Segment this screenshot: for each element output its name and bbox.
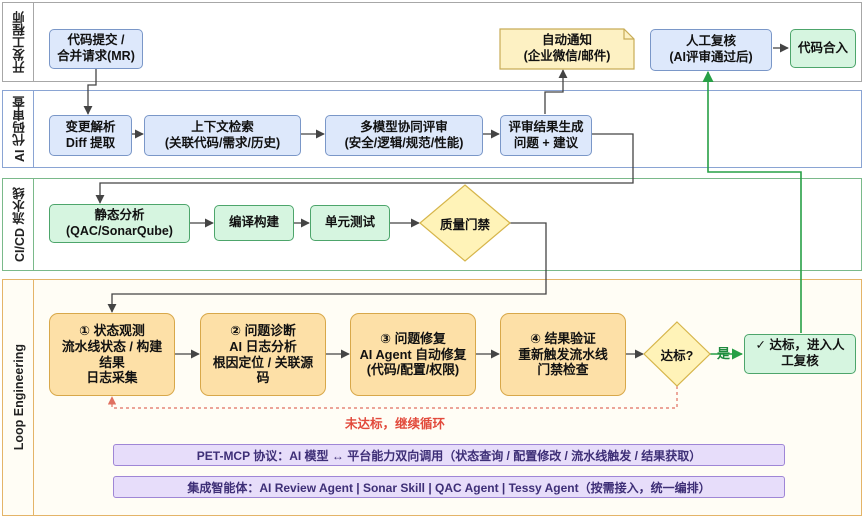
arrow-gate-to-observe xyxy=(107,222,547,313)
merge-code-node: 代码合入 xyxy=(790,29,856,68)
quality-gate-label: 质量门禁 xyxy=(439,217,490,232)
static-analysis-node: 静态分析(QAC/SonarQube) xyxy=(49,204,190,243)
manual-review-node: 人工复核(AI评审通过后) xyxy=(650,29,772,71)
check-diamond xyxy=(643,321,711,387)
unit-test-node: 单元测试 xyxy=(310,205,390,241)
retry-loop-label: 未达标，继续循环 xyxy=(345,417,446,431)
context-retrieval-node: 上下文检索(关联代码/需求/历史) xyxy=(144,115,301,156)
multi-model-review-node: 多模型协同评审(安全/逻辑/规范/性能) xyxy=(325,115,483,156)
pet-mcp-protocol-band: PET-MCP 协议：AI 模型 ↔ 平台能力双向调用（状态查询 / 配置修改 … xyxy=(113,444,785,466)
quality-gate-diamond xyxy=(419,184,511,262)
integrated-agents-band: 集成智能体：AI Review Agent | Sonar Skill | QA… xyxy=(113,476,785,498)
lane-label-ai-review: AI 代码审查 xyxy=(5,91,34,167)
submit-mr-node: 代码提交 /合并请求(MR) xyxy=(49,29,143,69)
arrow-result-to-notify xyxy=(544,69,568,114)
arrow-pass-to-review xyxy=(702,70,802,333)
check-diamond-label: 达标? xyxy=(660,348,694,363)
auto-notify-node: 自动通知(企业微信/邮件) xyxy=(523,33,611,63)
notify-doc-fold xyxy=(623,29,634,40)
notify-doc-shape xyxy=(499,28,635,70)
state-observe-node: ① 状态观测流水线状态 / 构建结果日志采集 xyxy=(49,313,175,396)
yes-label: 是 xyxy=(717,346,731,361)
arrow-result-to-static xyxy=(95,133,634,204)
verify-node: ④ 结果验证重新触发流水线门禁检查 xyxy=(500,313,626,396)
lane-label-developer: 开发工程师 xyxy=(5,3,34,81)
build-node: 编译构建 xyxy=(214,205,294,241)
arrow-submit-to-parse xyxy=(83,68,97,115)
pass-node: ✓ 达标，进入人工复核 xyxy=(744,334,856,374)
lane-label-cicd: CI/CD 流水线 xyxy=(5,179,34,270)
lane-label-loop: Loop Engineering xyxy=(5,280,34,515)
review-result-node: 评审结果生成问题 + 建议 xyxy=(500,115,592,156)
